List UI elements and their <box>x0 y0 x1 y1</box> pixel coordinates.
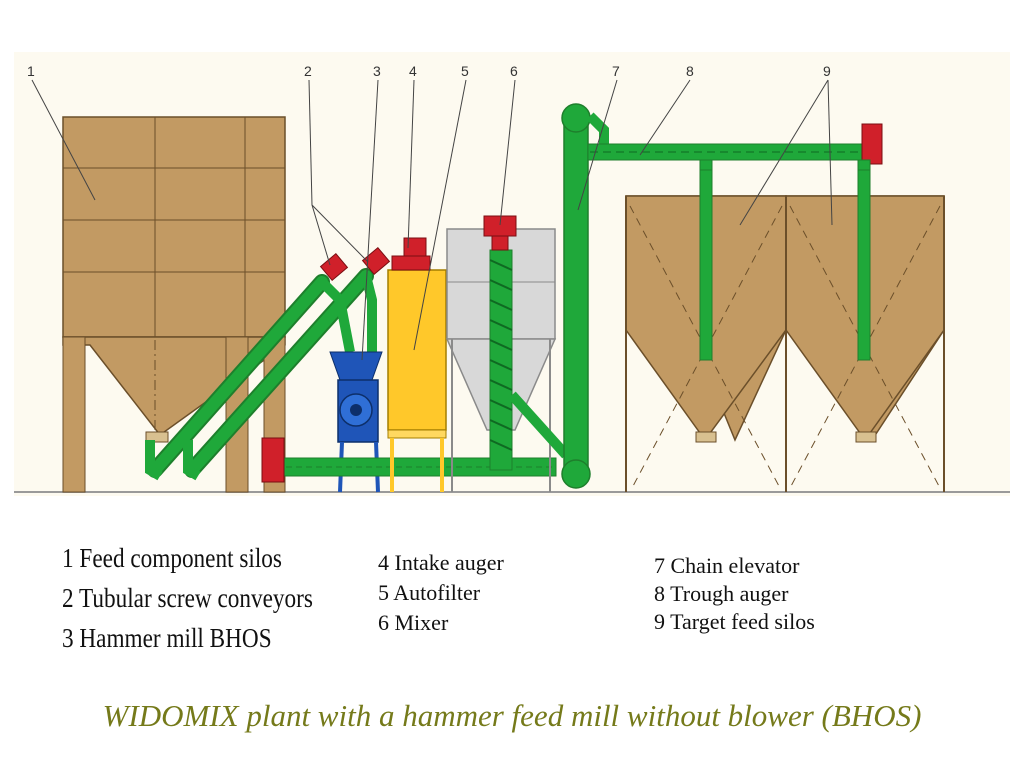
figure-caption: WIDOMIX plant with a hammer feed mill wi… <box>102 698 922 733</box>
callout-3: 3 <box>373 63 381 79</box>
chain-elevator <box>561 103 609 489</box>
callout-numbers: 1 2 3 4 5 6 7 8 9 <box>27 63 831 79</box>
legend-item-1: 1 Feed component silos <box>62 543 282 573</box>
hammer-mill <box>329 351 383 493</box>
target-feed-silos <box>625 169 945 492</box>
callout-8: 8 <box>686 63 694 79</box>
callout-5: 5 <box>461 63 469 79</box>
legend-item-5: 5 Autofilter <box>378 580 481 605</box>
tubular-screw-conveyors <box>145 246 391 481</box>
feed-component-silo <box>62 116 286 493</box>
legend-item-7: 7 Chain elevator <box>654 553 800 578</box>
legend-column-3: 7 Chain elevator 8 Trough auger 9 Target… <box>654 552 815 636</box>
leader-lines <box>31 79 833 361</box>
legend-column-1: 1 Feed component silos 2 Tubular screw c… <box>62 538 313 658</box>
callout-1: 1 <box>27 63 35 79</box>
callout-9: 9 <box>823 63 831 79</box>
mixer <box>445 215 570 492</box>
callout-4: 4 <box>409 63 417 79</box>
legend-item-8: 8 Trough auger <box>654 581 789 606</box>
legend-column-2: 4 Intake auger 5 Autofilter 6 Mixer <box>378 548 504 638</box>
autofilter <box>387 237 447 492</box>
plant-diagram: 1 2 3 4 5 6 7 8 9 <box>14 63 1010 493</box>
callout-6: 6 <box>510 63 518 79</box>
legend-item-6: 6 Mixer <box>378 610 449 635</box>
callout-7: 7 <box>612 63 620 79</box>
callout-2: 2 <box>304 63 312 79</box>
legend-item-2: 2 Tubular screw conveyors <box>62 583 313 613</box>
legend-item-9: 9 Target feed silos <box>654 609 815 634</box>
legend-item-4: 4 Intake auger <box>378 550 504 575</box>
legend-item-3: 3 Hammer mill BHOS <box>62 623 272 653</box>
